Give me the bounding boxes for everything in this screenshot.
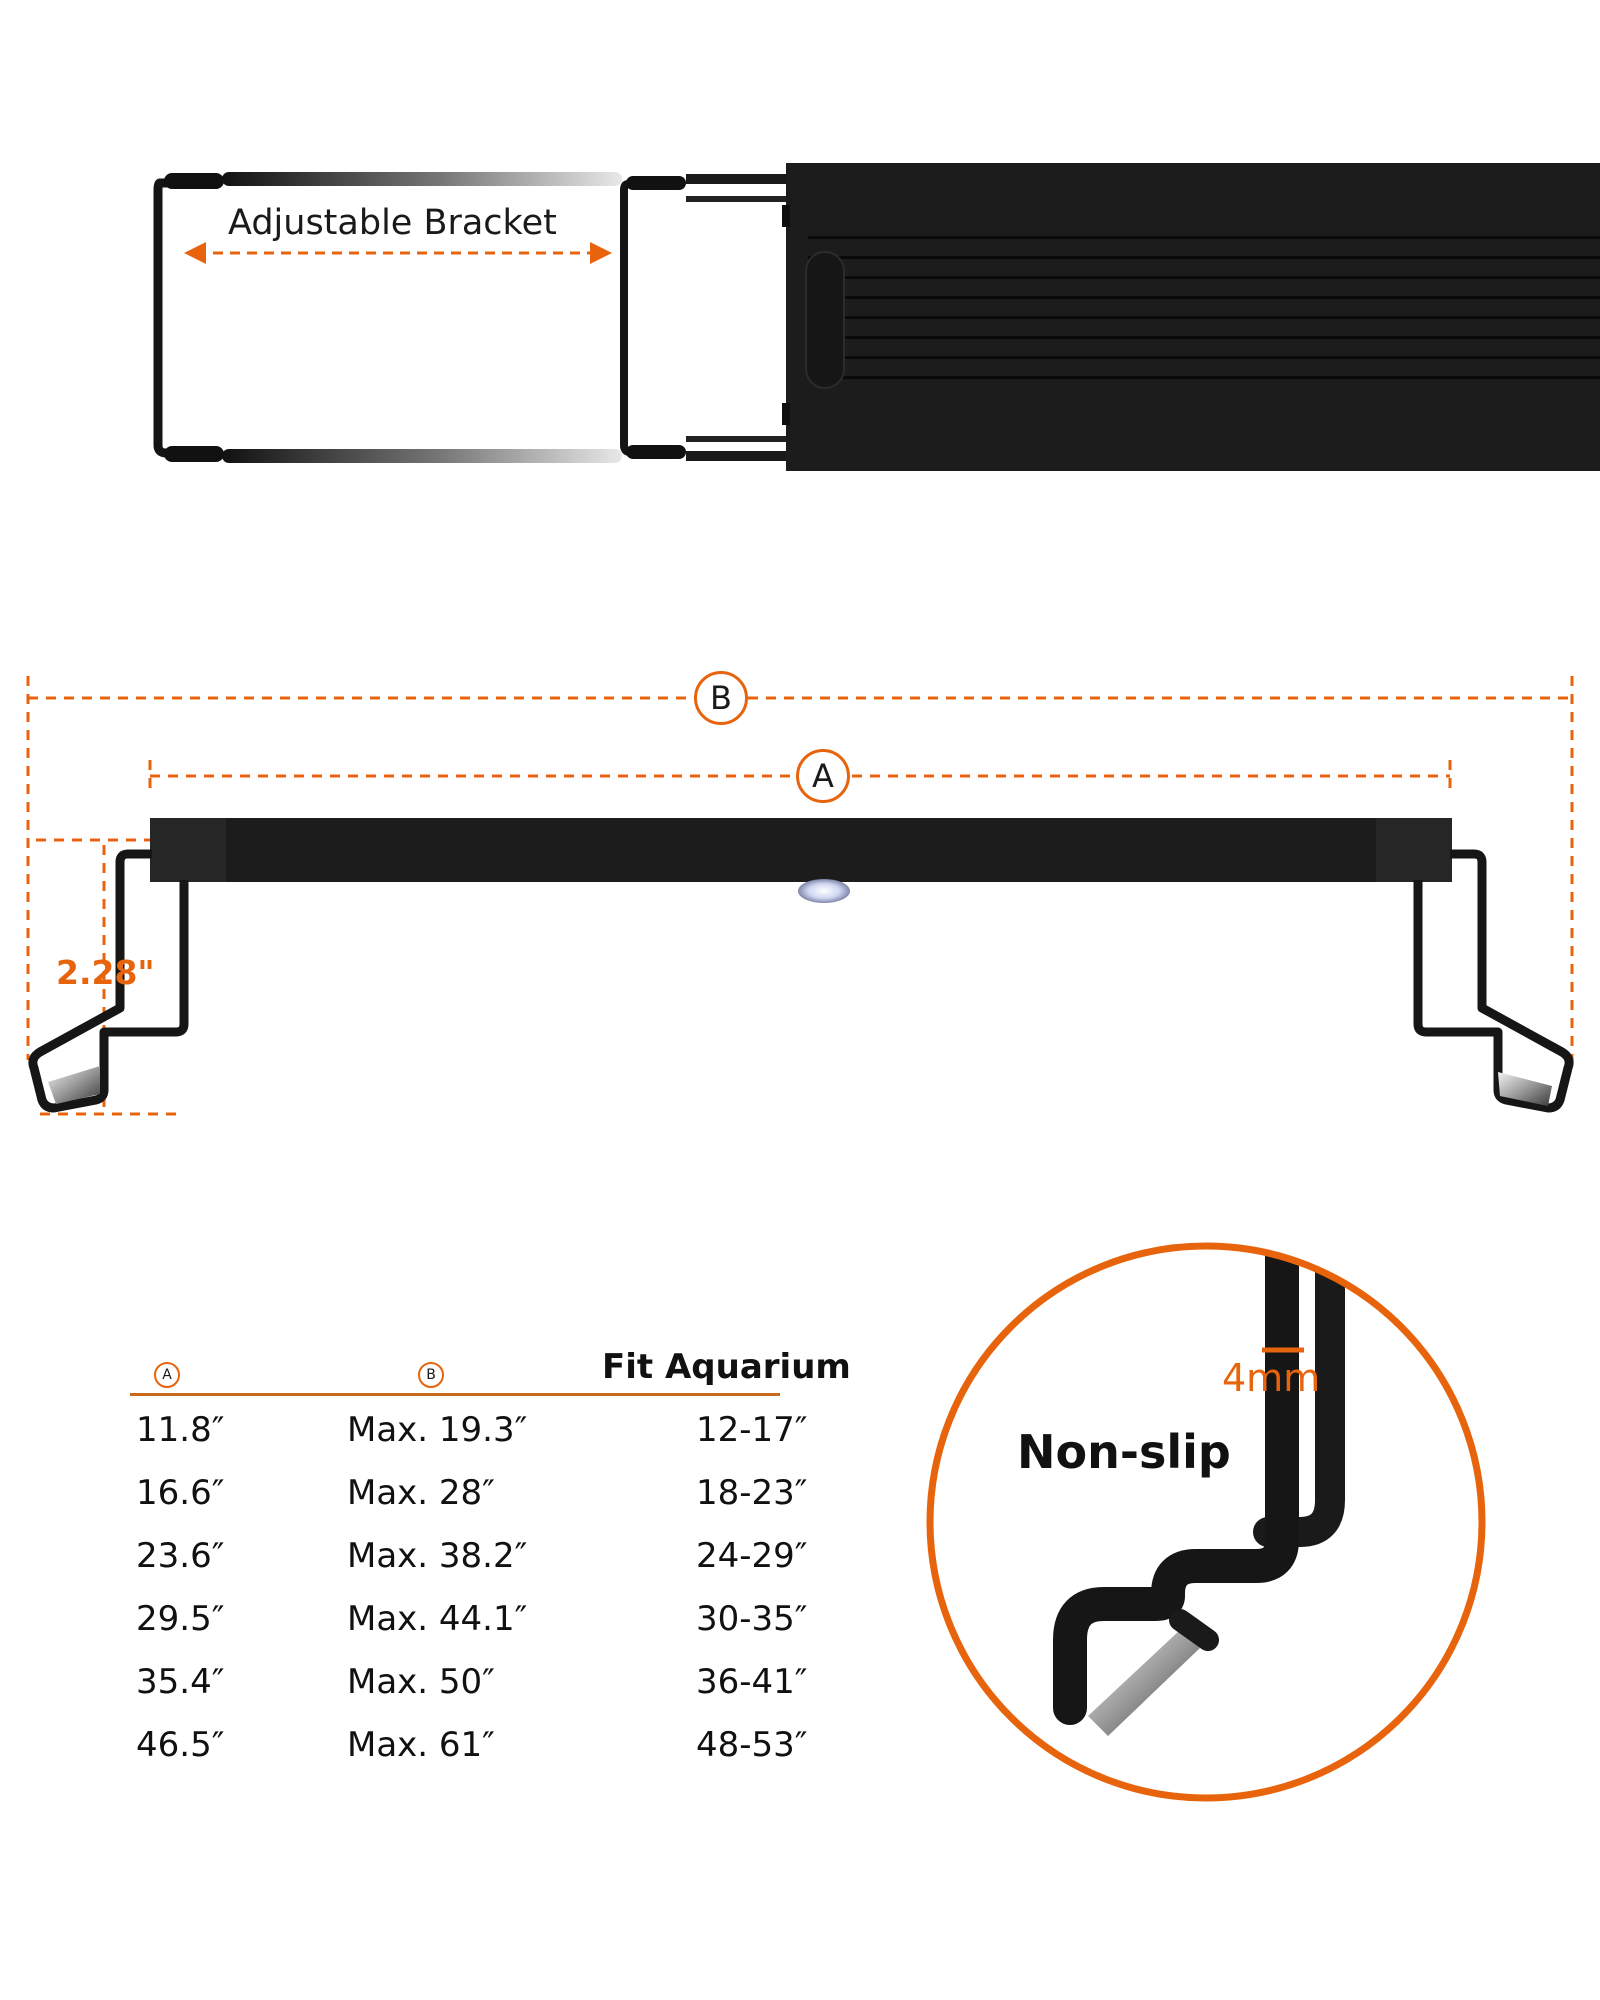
cell-a: 46.5″ — [136, 1725, 225, 1765]
adjustable-bracket — [153, 172, 788, 463]
dimension-a-marker: A — [796, 749, 850, 803]
table-row: 11.8″ Max. 19.3″ 12-17″ — [0, 1410, 900, 1460]
cell-b: Max. 38.2″ — [347, 1536, 528, 1576]
adjustable-bracket-label: Adjustable Bracket — [228, 203, 557, 243]
dimension-b-marker: B — [694, 671, 748, 725]
cell-fit: 24-29″ — [696, 1536, 808, 1576]
cell-a: 11.8″ — [136, 1410, 225, 1450]
dimension-b — [26, 676, 1574, 1060]
cell-fit: 36-41″ — [696, 1662, 808, 1702]
thickness-label: 4mm — [1222, 1356, 1321, 1400]
detail-zoom-circle — [926, 1242, 1486, 1802]
cell-a: 29.5″ — [136, 1599, 225, 1639]
table-row: 29.5″ Max. 44.1″ 30-35″ — [0, 1599, 900, 1649]
non-slip-label: Non-slip — [1017, 1425, 1231, 1479]
table-row: 23.6″ Max. 38.2″ 24-29″ — [0, 1536, 900, 1586]
cell-a: 35.4″ — [136, 1662, 225, 1702]
cell-fit: 48-53″ — [696, 1725, 808, 1765]
column-a-header: A — [154, 1362, 180, 1388]
light-housing-top — [782, 163, 1600, 471]
light-side-view — [28, 818, 1574, 1113]
column-b-header: B — [418, 1362, 444, 1388]
column-fit-header: Fit Aquarium — [602, 1347, 851, 1387]
cell-fit: 12-17″ — [696, 1410, 808, 1450]
table-divider — [130, 1393, 780, 1396]
cell-b: Max. 19.3″ — [347, 1410, 528, 1450]
table-row: 46.5″ Max. 61″ 48-53″ — [0, 1725, 900, 1775]
cell-fit: 30-35″ — [696, 1599, 808, 1639]
table-row: 35.4″ Max. 50″ 36-41″ — [0, 1662, 900, 1712]
cell-b: Max. 44.1″ — [347, 1599, 528, 1639]
cell-b: Max. 50″ — [347, 1662, 495, 1702]
cell-a: 16.6″ — [136, 1473, 225, 1513]
cell-a: 23.6″ — [136, 1536, 225, 1576]
cell-fit: 18-23″ — [696, 1473, 808, 1513]
cell-b: Max. 61″ — [347, 1725, 495, 1765]
cell-b: Max. 28″ — [347, 1473, 495, 1513]
table-row: 16.6″ Max. 28″ 18-23″ — [0, 1473, 900, 1523]
height-dimension-label: 2.28" — [56, 953, 155, 992]
